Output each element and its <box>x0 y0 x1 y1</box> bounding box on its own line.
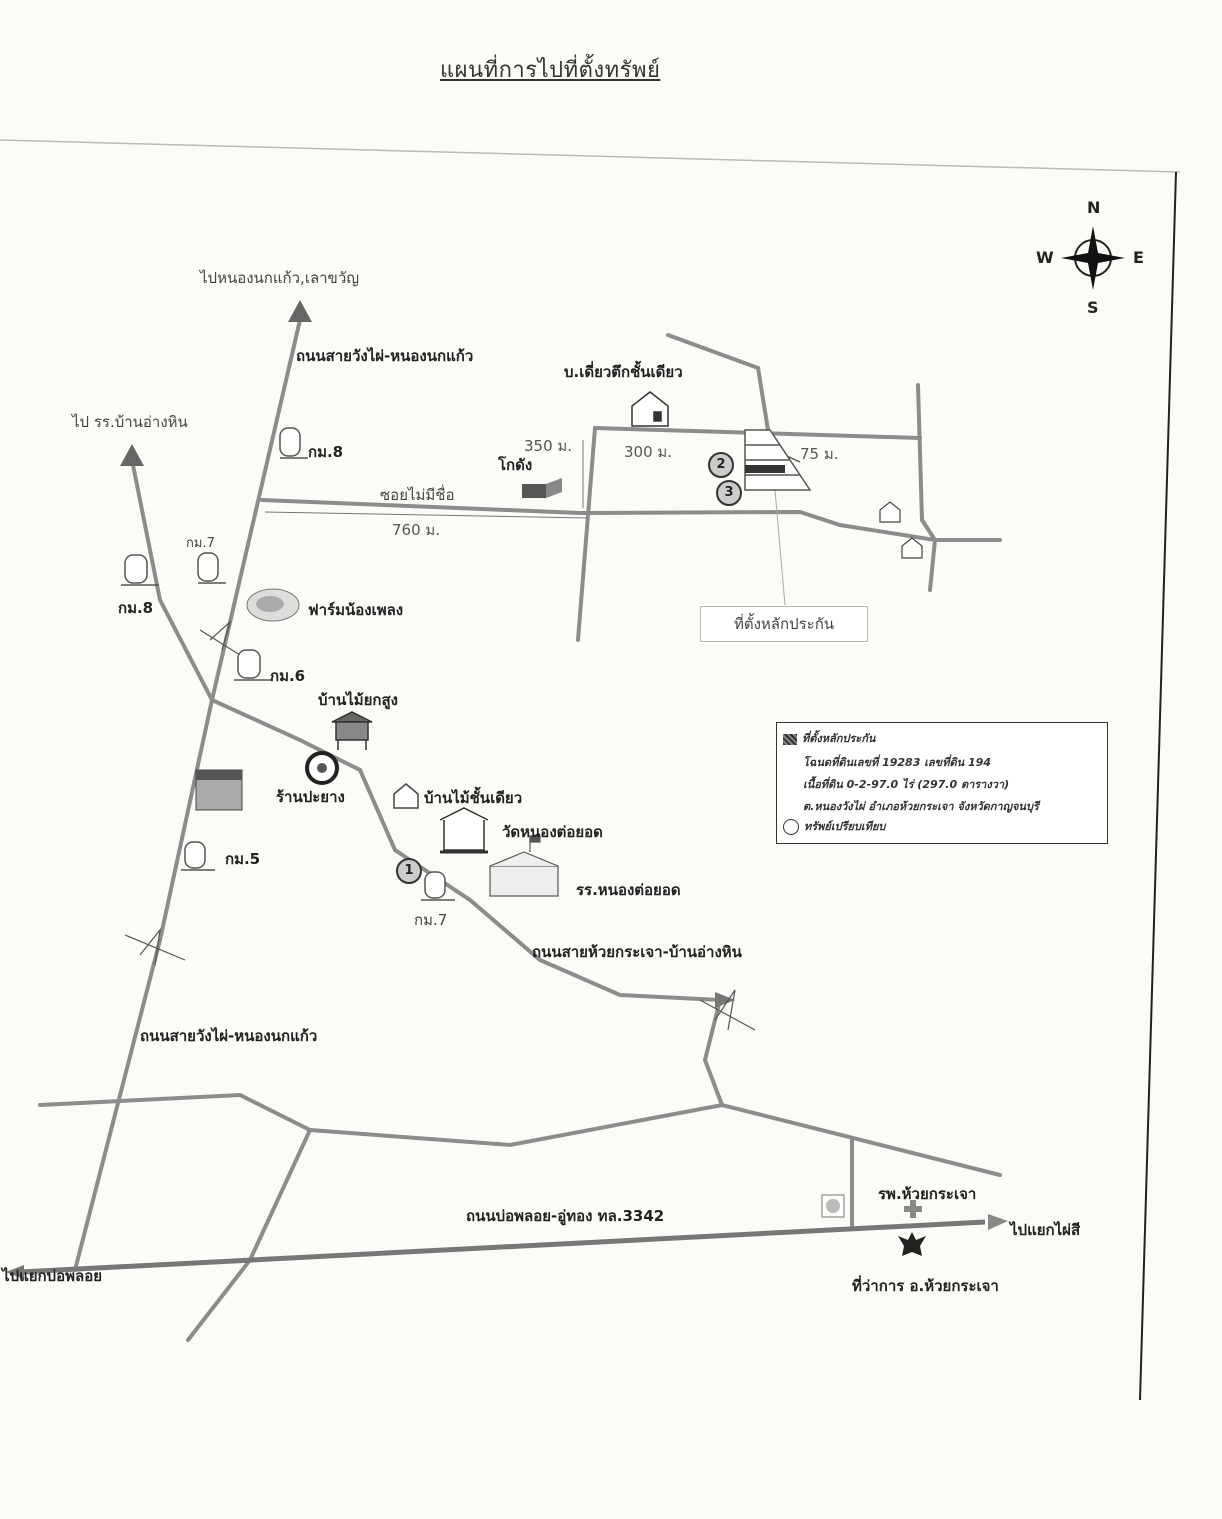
legend-box: ที่ตั้งหลักประกัน โฉนดที่ดินเลขที่ 19283… <box>776 722 1108 844</box>
frame-right <box>1139 171 1177 1401</box>
break-mark-2 <box>124 927 186 966</box>
label-road-wangphai-top: ถนนสายวังไผ่-หนองนกแก้ว <box>296 347 474 365</box>
label-km5: กม.5 <box>225 850 261 868</box>
legend-row-5: ทรัพย์เปรียบเทียบ <box>804 820 886 833</box>
legend-collateral-swatch <box>783 733 797 745</box>
warehouse-icon <box>522 478 562 498</box>
highway-arrow-right <box>988 1214 1008 1230</box>
label-km7-bottom: กม.7 <box>414 911 448 929</box>
km-post-8-top-icon <box>279 427 308 459</box>
comparison-parcel <box>745 465 785 473</box>
legend-comparison-icon <box>783 819 799 835</box>
road-wangphai <box>73 318 302 1272</box>
dim-760 <box>264 511 589 519</box>
label-district-office: ที่ว่าการ อ.ห้วยกระเจา <box>852 1277 999 1295</box>
marker-2: 2 <box>708 452 734 478</box>
label-farm: ฟาร์มน้องเพลง <box>308 601 404 619</box>
label-km6: กม.6 <box>270 667 306 685</box>
farm-icon <box>246 588 300 622</box>
house-single-storey-icon <box>631 391 669 427</box>
road-vertical-1 <box>576 426 597 642</box>
label-km8-top: กม.8 <box>308 443 344 461</box>
label-soi-no-name: ซอยไม่มีชื่อ <box>380 486 455 504</box>
road-vertical-4 <box>666 333 770 432</box>
label-to-nongnokkaeo: ไปหนองนกแก้ว,เลาขวัญ <box>200 269 360 287</box>
distance-760: 760 ม. <box>392 521 441 539</box>
compass-s: S <box>1087 298 1099 317</box>
page-title: แผนที่การไปที่ตั้งทรัพย์ <box>440 58 661 83</box>
arrow-to-banangin <box>120 444 144 466</box>
school-icon <box>489 835 559 897</box>
distance-300: 300 ม. <box>624 443 673 461</box>
collateral-location-box: ที่ตั้งหลักประกัน <box>700 606 868 642</box>
district-office-icon <box>821 1194 845 1218</box>
label-road-wangphai-bottom: ถนนสายวังไผ่-หนองนกแก้ว <box>140 1027 318 1045</box>
road-vertical-3 <box>916 383 938 592</box>
break-mark-1 <box>199 620 241 656</box>
compass-e: E <box>1133 248 1144 267</box>
label-tire-shop: ร้านปะยาง <box>276 788 345 806</box>
legend-row-1: ที่ตั้งหลักประกัน <box>802 732 876 745</box>
stilt-house-icon <box>331 711 373 750</box>
marker-1: 1 <box>396 858 422 884</box>
label-school: รร.หนองต่อยอด <box>576 881 681 899</box>
highway-arrow-left <box>6 1265 24 1279</box>
label-km8-left: กม.8 <box>118 599 154 617</box>
road-lower-network <box>38 1092 1002 1177</box>
km-post-8-left-icon <box>121 554 159 586</box>
label-temple: วัดหนองต่อยอด <box>502 823 603 841</box>
legend-row-4: ต.หนองวังไผ่ อำเภอห้วยกระเจา จังหวัดกาญจ… <box>803 800 1039 813</box>
label-to-bophloi: ไปแยกบ่อพลอย <box>2 1267 103 1285</box>
shop-icon <box>195 769 243 811</box>
hospital-cross-icon <box>904 1200 922 1218</box>
label-km7-top: กม.7 <box>186 536 215 551</box>
label-to-phaisi: ไปแยกไผ่สี <box>1010 1221 1081 1239</box>
small-house-icon-1 <box>879 501 901 523</box>
label-warehouse: โกดัง <box>498 456 533 474</box>
label-wooden-house: บ้านไม้ชั้นเดียว <box>424 789 523 807</box>
garuda-emblem-icon <box>898 1232 926 1256</box>
marker-3: 3 <box>716 480 742 506</box>
distance-350: 350 ม. <box>524 437 573 455</box>
road-lower-branch <box>186 1128 312 1342</box>
label-road-bophloi: ถนนบ่อพลอย-อู่ทอง ทล.3342 <box>466 1207 665 1225</box>
legend-row-3: เนื้อที่ดิน 0-2-97.0 ไร่ (297.0 ตารางวา) <box>803 778 1010 791</box>
tire-icon <box>305 751 339 785</box>
km-post-6-icon <box>234 649 272 681</box>
collateral-pointer <box>774 489 786 606</box>
label-road-huaikrachao: ถนนสายห้วยกระเจา-บ้านอ่างหิน <box>532 943 742 961</box>
distance-75: 75 ม. <box>800 445 839 463</box>
arrow-to-nongnokkaeo <box>288 300 312 322</box>
compass-w: W <box>1036 248 1054 267</box>
km-post-5-icon <box>181 841 215 871</box>
label-to-banangin: ไป รร.บ้านอ่างหิน <box>72 413 188 431</box>
compass-rose <box>1061 226 1125 290</box>
label-hospital: รพ.ห้วยกระเจา <box>878 1185 977 1203</box>
road-connector <box>702 998 724 1107</box>
km-post-7-bottom-icon <box>421 871 455 901</box>
road-soi <box>260 498 1002 542</box>
temple-icon <box>439 807 489 854</box>
road-to-banangin <box>130 458 214 702</box>
wooden-house-icon <box>393 783 419 809</box>
label-stilt-house: บ้านไม้ยกสูง <box>318 691 398 709</box>
arrow-huaikrachao <box>715 992 735 1008</box>
compass-n: N <box>1087 198 1101 217</box>
small-house-icon-2 <box>901 537 923 559</box>
legend-row-2: โฉนดที่ดินเลขที่ 19283 เลขที่ดิน 194 <box>803 756 991 769</box>
label-single-storey-house: บ.เดี่ยวตึกชั้นเดียว <box>564 363 683 381</box>
break-mark-3 <box>699 989 756 1031</box>
frame-top <box>0 139 1181 173</box>
km-post-7-top-icon <box>197 552 226 584</box>
highway-3342 <box>19 1219 986 1275</box>
